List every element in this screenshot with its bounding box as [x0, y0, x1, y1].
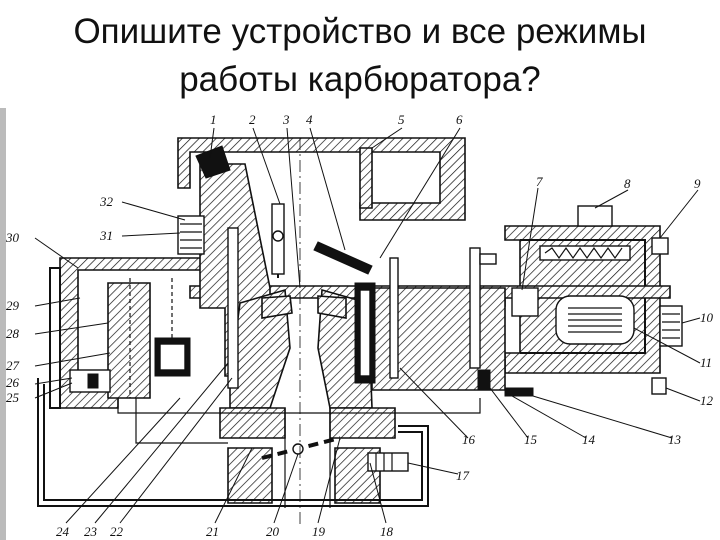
- callout-19: 19: [312, 524, 326, 539]
- title-line-2: работы карбюратора?: [179, 60, 541, 99]
- callout-17: 17: [456, 468, 470, 483]
- callout-1: 1: [210, 112, 217, 127]
- callout-15: 15: [524, 432, 538, 447]
- callout-31: 31: [99, 228, 113, 243]
- internal-parts: [69, 145, 683, 472]
- callout-29: 29: [6, 298, 20, 313]
- callout-8: 8: [624, 176, 631, 191]
- callout-9: 9: [694, 176, 701, 191]
- callout-30: 30: [5, 230, 20, 245]
- callout-25: 25: [6, 390, 20, 405]
- leader-lines: [34, 127, 701, 524]
- callout-5: 5: [398, 112, 405, 127]
- title-line-1: Опишите устройство и все режимы: [73, 12, 647, 51]
- callout-7: 7: [536, 174, 543, 189]
- callout-6: 6: [456, 112, 463, 127]
- callout-12: 12: [700, 393, 714, 408]
- carburetor-diagram: 1 2 3 4 5 6 7 8 9 10 11 12 13 14 15 16 1…: [0, 108, 714, 540]
- callout-18: 18: [380, 524, 394, 539]
- callout-24: 24: [56, 524, 70, 539]
- callout-16: 16: [462, 432, 476, 447]
- callout-11: 11: [700, 355, 712, 370]
- callout-14: 14: [582, 432, 596, 447]
- callout-labels: 1 2 3 4 5 6 7 8 9 10 11 12 13 14 15 16 1…: [5, 112, 714, 539]
- callout-2: 2: [249, 112, 256, 127]
- callout-22: 22: [110, 524, 124, 539]
- vacuum-tube: [37, 378, 481, 507]
- callout-21: 21: [206, 524, 219, 539]
- callout-27: 27: [6, 358, 20, 373]
- callout-3: 3: [282, 112, 290, 127]
- callout-20: 20: [266, 524, 280, 539]
- scan-edge: [0, 108, 6, 540]
- callout-23: 23: [84, 524, 98, 539]
- callout-26: 26: [6, 375, 20, 390]
- callout-13: 13: [668, 432, 682, 447]
- callout-28: 28: [6, 326, 20, 341]
- slide-title: Опишите устройство и все режимы работы к…: [0, 8, 720, 104]
- callout-10: 10: [700, 310, 714, 325]
- callout-4: 4: [306, 112, 313, 127]
- callout-32: 32: [99, 194, 114, 209]
